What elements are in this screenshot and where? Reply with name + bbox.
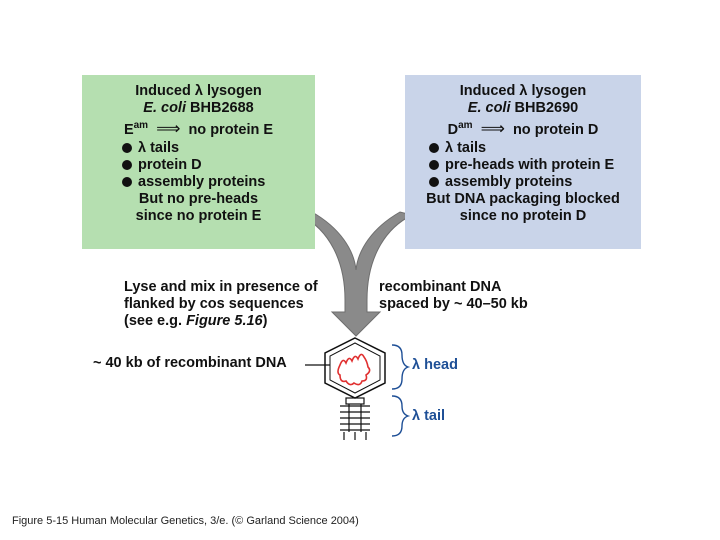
figure-caption: Figure 5-15 Human Molecular Genetics, 3/… xyxy=(12,515,359,527)
bullet-icon xyxy=(429,159,439,170)
merge-arrow-icon xyxy=(298,211,414,337)
bullet-icon xyxy=(122,177,132,188)
lambda-phage-icon xyxy=(305,337,386,440)
double-arrow-icon: ⟹ xyxy=(156,119,181,139)
right-lysogen-panel: Induced λ lysogen E. coli BHB2690 Dam⟹no… xyxy=(405,75,641,249)
right-bullet: pre-heads with protein E xyxy=(405,157,641,174)
bullet-icon xyxy=(122,159,132,170)
right-panel-gene: Dam⟹no protein D xyxy=(447,119,599,139)
left-panel-gene: Eam⟹no protein E xyxy=(123,119,274,139)
bullet-icon xyxy=(429,177,439,188)
right-panel-footer: since no protein D xyxy=(459,208,587,225)
recombinant-dna-squiggle xyxy=(337,353,371,386)
left-panel-strain: E. coli BHB2688 xyxy=(143,100,254,117)
left-bullet: λ tails xyxy=(82,140,315,157)
lambda-head-label: λ head xyxy=(412,357,458,373)
dna-40kb-label: ~ 40 kb of recombinant DNA xyxy=(93,355,287,371)
double-arrow-icon: ⟹ xyxy=(480,119,505,139)
right-panel-strain: E. coli BHB2690 xyxy=(467,100,579,117)
bullet-icon xyxy=(429,142,439,153)
left-bullet: assembly proteins xyxy=(82,174,315,191)
left-panel-footer: since no protein E xyxy=(135,208,262,225)
tail-brace xyxy=(391,395,411,437)
bullet-icon xyxy=(122,142,132,153)
right-panel-footer: But DNA packaging blocked xyxy=(426,191,620,208)
right-bullet: λ tails xyxy=(405,140,641,157)
recombinant-dna-note: recombinant DNA spaced by ~ 40–50 kb xyxy=(379,279,528,312)
left-panel-title: Induced λ lysogen xyxy=(135,83,262,99)
lambda-tail-label: λ tail xyxy=(412,408,446,424)
right-bullet: assembly proteins xyxy=(405,174,641,191)
head-brace xyxy=(391,344,411,390)
right-panel-title: Induced λ lysogen xyxy=(459,83,587,99)
left-lysogen-panel: Induced λ lysogen E. coli BHB2688 Eam⟹no… xyxy=(82,75,315,249)
left-panel-footer: But no pre-heads xyxy=(138,191,259,208)
left-bullet: protein D xyxy=(82,157,315,174)
mix-instruction: Lyse and mix in presence of flanked by c… xyxy=(124,279,318,329)
